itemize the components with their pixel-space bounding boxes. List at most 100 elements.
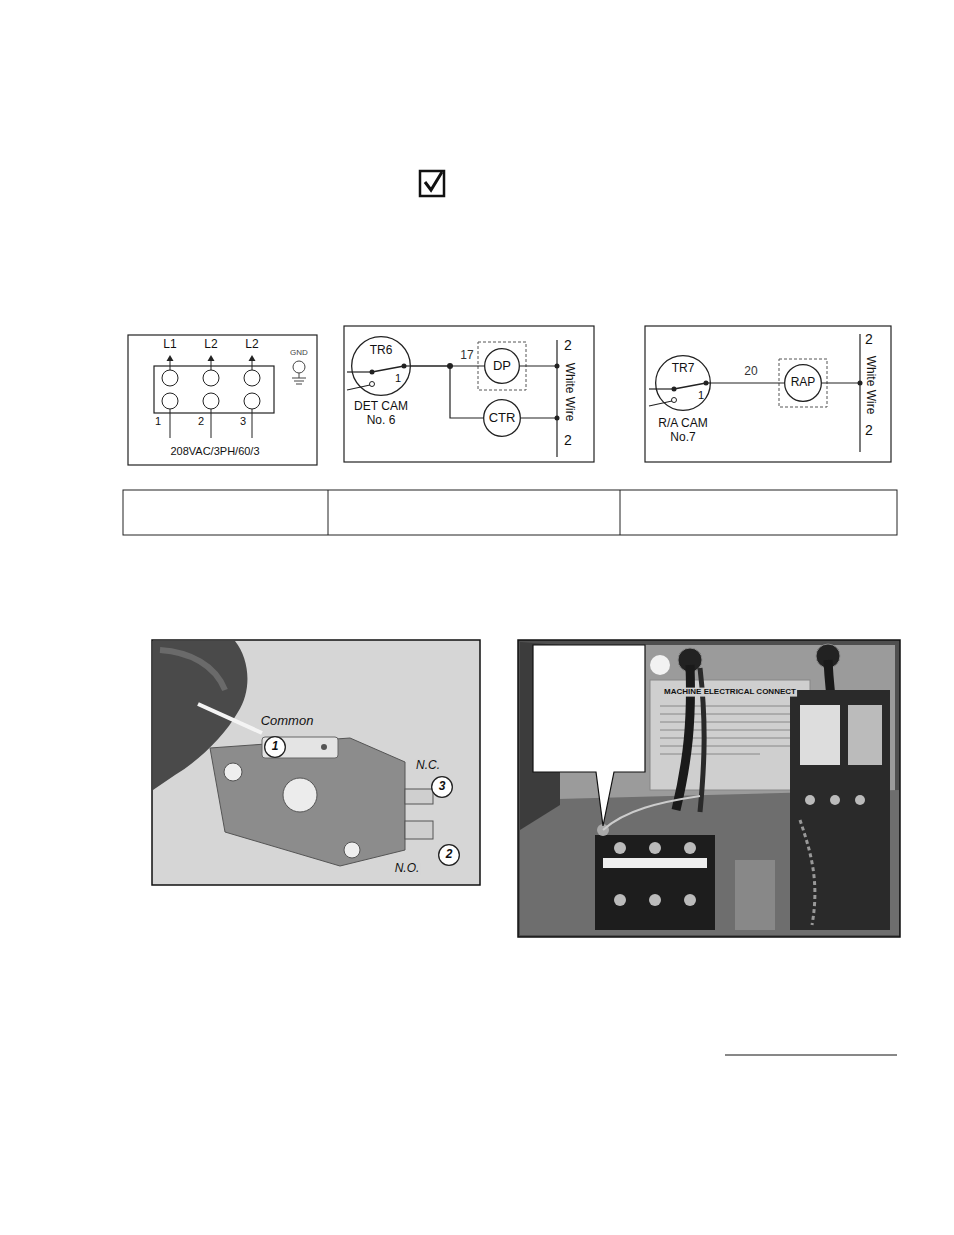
node-outline-circle — [265, 737, 286, 758]
electrical-box-photo — [650, 680, 810, 790]
node-text: 1 — [272, 740, 279, 753]
wire-number: 2 — [564, 433, 572, 448]
power-terminal-figure — [154, 366, 274, 413]
wire-number: 17 — [459, 349, 474, 362]
terminal-number: 2 — [198, 415, 204, 427]
wire-color: White Wire — [863, 356, 876, 415]
component-circle: DP — [484, 348, 520, 384]
electrical-box-photo — [660, 714, 800, 715]
ra-cam-circuit — [672, 398, 677, 403]
power-terminal-figure — [244, 393, 260, 409]
electrical-box-photo — [603, 796, 700, 830]
switch-photo — [153, 641, 247, 790]
electrical-box-photo — [595, 835, 715, 930]
electrical-box-photo — [603, 858, 707, 868]
node-text: TR6 — [370, 344, 393, 357]
electrical-box-photo — [855, 795, 865, 805]
node-outline-circle — [432, 777, 453, 798]
power-terminal-figure — [203, 370, 219, 386]
electrical-box-photo — [830, 795, 840, 805]
plate-text: MACHINE ELECTRICAL CONNECT — [663, 688, 797, 697]
electrical-box-photo — [800, 820, 815, 925]
terminal-label: L1 — [163, 338, 176, 351]
power-terminal-figure — [296, 384, 302, 385]
electrical-box-photo — [805, 795, 815, 805]
power-terminal-figure — [128, 335, 317, 465]
switch-photo — [224, 763, 242, 781]
component-circle: RAP — [784, 364, 822, 402]
det-cam-circuit — [520, 365, 557, 366]
checkbox-icon — [425, 172, 442, 190]
wire-connector — [711, 382, 784, 383]
power-terminal-figure — [211, 409, 212, 438]
electrical-box-photo — [735, 860, 775, 930]
electrical-box-photo — [660, 738, 800, 739]
ra-cam-circuit — [645, 326, 891, 462]
node-outline-circle — [484, 400, 521, 437]
power-terminal-figure — [293, 361, 305, 373]
ground-label: GND — [290, 349, 308, 358]
terminal-label: L2 — [204, 338, 217, 351]
empty-table — [123, 490, 897, 535]
node-text: 1 — [395, 372, 401, 384]
switch-photo — [405, 821, 433, 839]
terminal-name: Common — [260, 714, 315, 728]
signature-line — [725, 1055, 897, 1056]
node-outline-circle — [785, 365, 822, 402]
ra-cam-circuit — [674, 383, 706, 389]
power-terminal-figure — [299, 373, 300, 378]
electrical-box-photo — [518, 640, 900, 937]
electrical-box-photo — [684, 894, 696, 906]
ra-cam-circuit — [822, 382, 860, 383]
electrical-box-photo — [614, 842, 626, 854]
switch-photo — [344, 842, 360, 858]
electrical-box-photo — [660, 730, 800, 731]
switch-photo — [262, 737, 338, 758]
node-outline-circle — [439, 845, 460, 866]
electrical-box-photo — [533, 645, 645, 826]
det-cam-circuit — [521, 417, 557, 418]
electrical-box-photo — [660, 746, 800, 747]
electrical-box-photo — [649, 842, 661, 854]
power-terminal-figure — [208, 355, 215, 361]
cam-number: No.7 — [670, 431, 695, 444]
electrical-box-photo — [614, 894, 626, 906]
terminal-number: 1 — [155, 415, 161, 427]
power-terminal-figure — [128, 335, 317, 465]
det-cam-circuit — [344, 326, 594, 462]
terminal-number: 3 — [240, 415, 246, 427]
cam-number: No. 6 — [367, 414, 396, 427]
det-cam-circuit — [555, 416, 560, 421]
switch-photo — [160, 650, 225, 690]
switch-photo — [283, 778, 317, 812]
electrical-box-photo — [800, 705, 840, 765]
wire-color: White Wire — [562, 363, 575, 422]
empty-table — [123, 490, 897, 535]
empty-table — [620, 490, 621, 535]
electrical-box-photo — [660, 706, 800, 707]
ra-cam-circuit — [858, 381, 863, 386]
power-terminal-figure — [252, 409, 253, 438]
electrical-box-photo — [848, 705, 882, 765]
ra-cam-circuit — [645, 326, 891, 462]
terminal-name: N.C. — [415, 759, 441, 772]
node-outline-circle — [656, 356, 711, 411]
power-terminal-figure — [292, 378, 306, 379]
det-cam-circuit — [556, 340, 557, 457]
empty-table — [328, 490, 329, 535]
ra-cam-circuit — [779, 359, 827, 407]
power-terminal-figure — [249, 355, 256, 361]
cam-label: DET CAM — [354, 400, 408, 413]
checkbox-icon — [420, 171, 444, 196]
power-terminal-figure — [167, 355, 174, 361]
electrical-box-photo — [790, 690, 890, 930]
component-circle: CTR — [483, 399, 521, 437]
node-text: DP — [493, 359, 511, 373]
signature-line — [725, 1055, 897, 1056]
node-text: 3 — [439, 780, 446, 793]
electrical-box-photo — [518, 640, 900, 937]
power-terminal-figure — [244, 370, 260, 386]
checkbox-icon — [420, 171, 444, 196]
